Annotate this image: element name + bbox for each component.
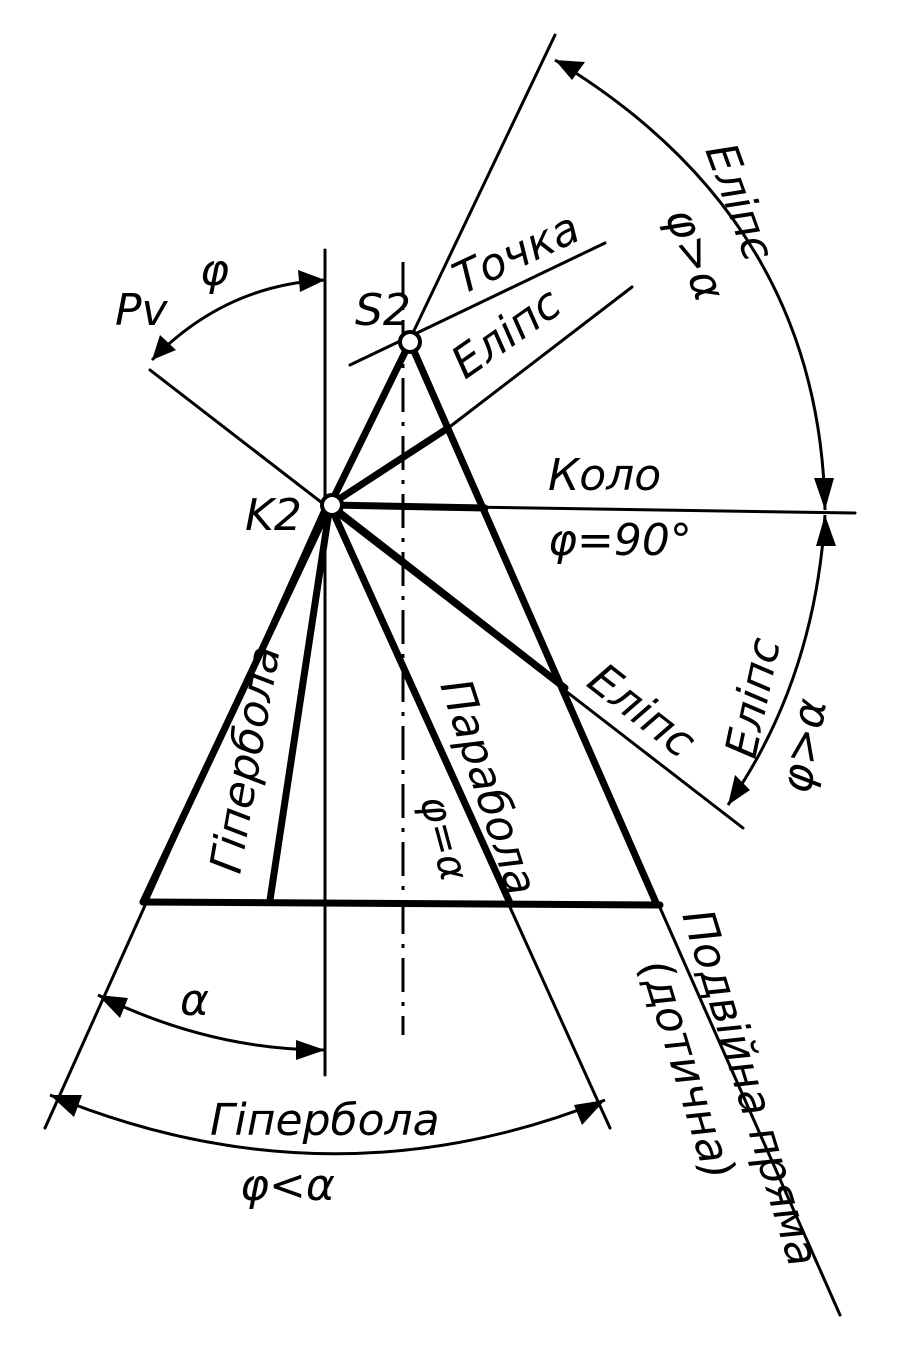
hyperbola-cond-label: φ<α <box>240 1160 335 1211</box>
alpha-arc <box>97 993 326 1052</box>
circle-section <box>326 501 489 512</box>
hyperbola-arc <box>49 1093 606 1156</box>
phi-arrow-right <box>298 270 325 292</box>
ellipse-arc-lower <box>726 514 827 806</box>
apex-label: S2 <box>355 285 411 336</box>
vertex-point <box>320 493 344 517</box>
phi-arrow-left <box>152 335 176 360</box>
ellipse-arrow-mid-top <box>814 478 834 510</box>
parabola-section <box>326 501 514 907</box>
generator-upper-line <box>398 33 557 362</box>
circle-label: Коло <box>548 450 661 501</box>
ellipse-section-lower <box>326 501 569 692</box>
ellipse-arrow-bottom <box>728 775 750 805</box>
cone-edge-left <box>326 338 414 509</box>
ellipse-arc-upper <box>554 58 827 511</box>
cone-edge-right <box>406 338 661 909</box>
hyperbola-arrow-right <box>574 1100 605 1125</box>
phi-arc <box>150 278 326 362</box>
point-plane-line <box>348 241 607 367</box>
hyperbola-bottom-label: Гіпербола <box>210 1095 440 1146</box>
phi-label: φ <box>200 245 229 296</box>
alpha-label: α <box>180 975 209 1026</box>
ellipse-section-upper <box>326 426 449 509</box>
ellipse-arrow-top <box>555 60 585 80</box>
alpha-arrow-left <box>98 995 128 1018</box>
apex-point <box>398 330 422 354</box>
circle-cond-label: φ=90° <box>548 515 692 566</box>
ellipse-plane-line <box>441 285 634 434</box>
plane-label: Pv <box>115 285 169 336</box>
hyperbola-arrow-left <box>50 1095 82 1117</box>
cone-base-line <box>139 898 664 909</box>
hyperbola-section-inner <box>266 501 334 904</box>
vertex-label: K2 <box>245 490 302 541</box>
alpha-arrow-right <box>296 1040 325 1060</box>
hyperbola-section-outer <box>139 501 334 906</box>
ellipse-arrow-mid-bottom <box>816 515 836 546</box>
